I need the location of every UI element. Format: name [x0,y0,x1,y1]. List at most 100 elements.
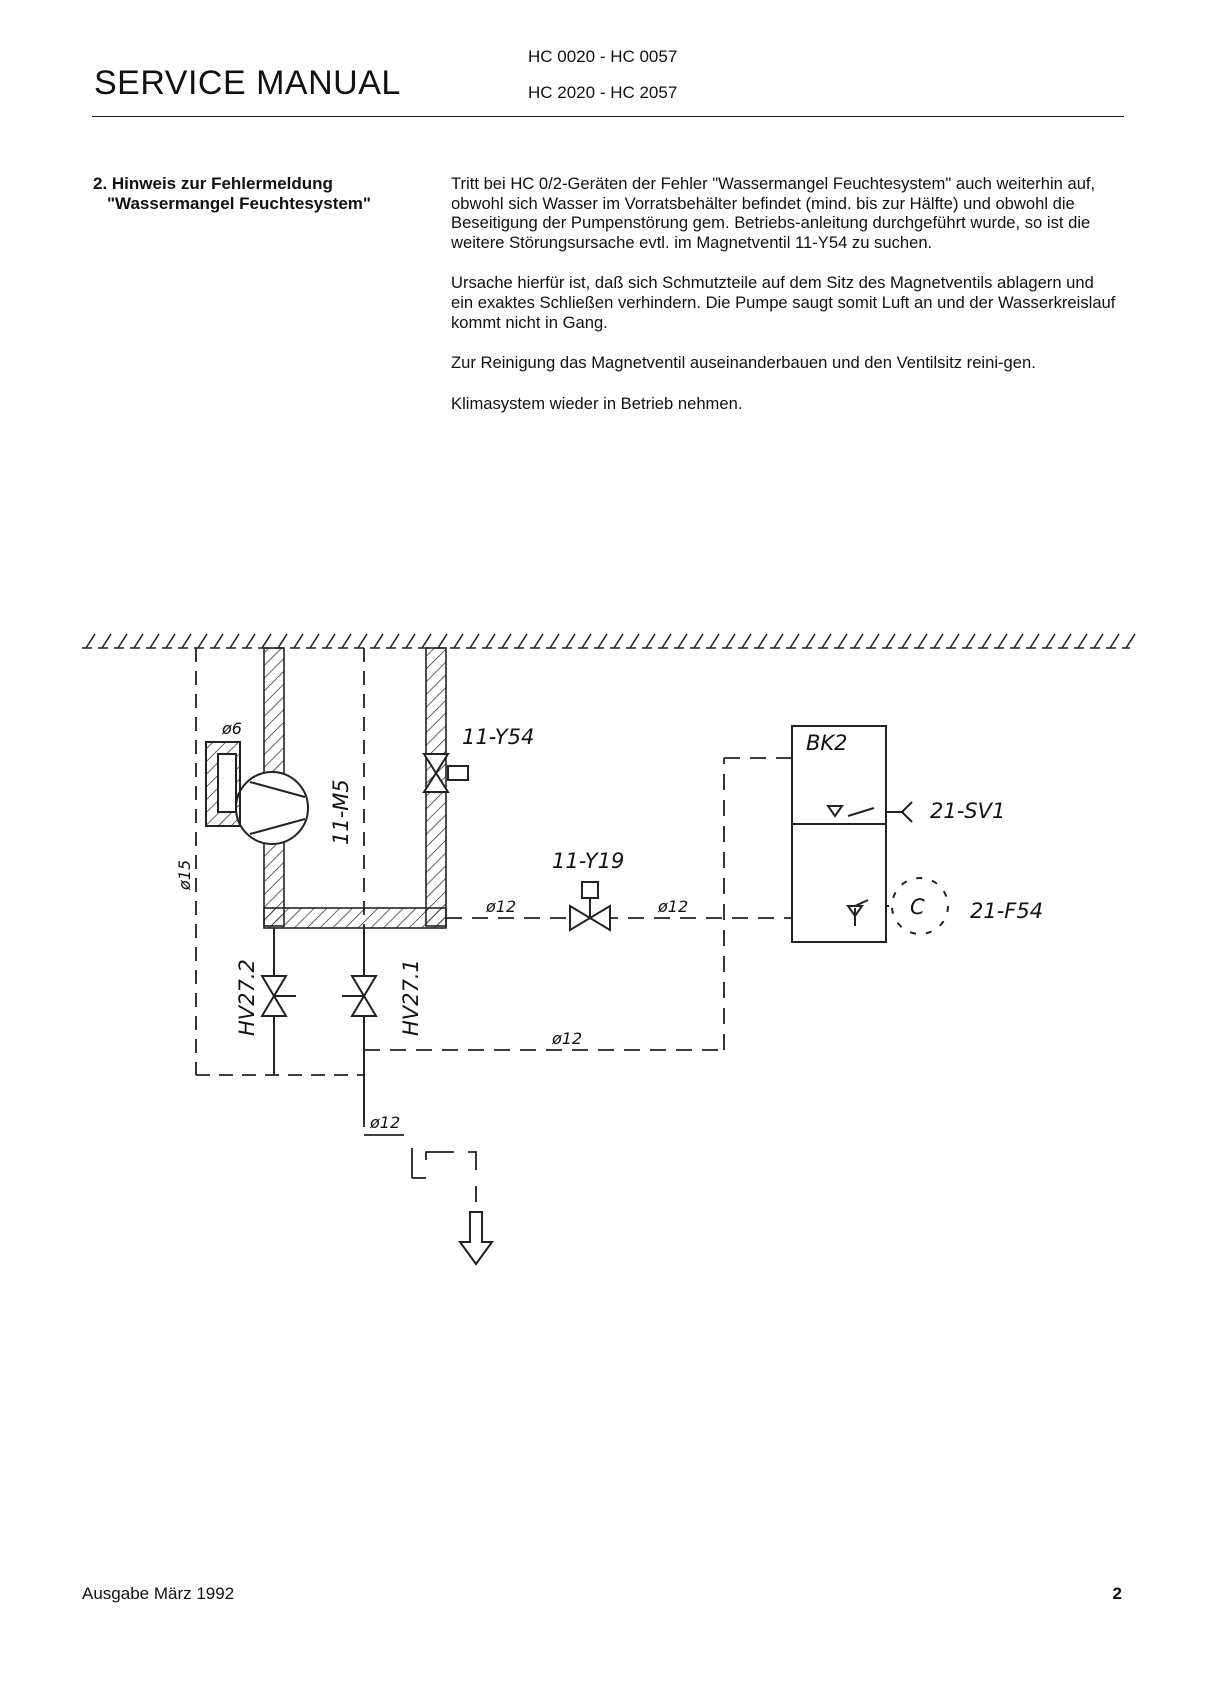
solenoid-valve-y19-icon [569,881,611,932]
hand-valve-hv27-1-icon [342,930,378,1120]
pipe-12-label-c: ø12 [551,1029,582,1048]
paragraph-4: Klimasystem wieder in Betrieb nehmen. [451,393,743,413]
wall-hatch-tick [389,633,400,649]
wall-hatch-tick [117,633,128,649]
wall-hatch-tick [101,633,112,649]
drain-line [363,1075,477,1202]
wall-hatch-tick [549,633,560,649]
wall-hatch-tick [469,633,480,649]
pump-label: 11-M5 [329,779,353,845]
wall-hatch-tick [581,633,592,649]
wall-hatch-tick [85,633,96,649]
wall-hatch-tick [773,633,784,649]
page-number: 2 [1112,1584,1122,1603]
wall-hatch-tick [309,633,320,649]
float-switch-label: 21-F54 [970,899,1043,923]
wall-hatch-tick [373,633,384,649]
sensor-label: 21-SV1 [930,799,1005,823]
wall-hatch-tick [1109,633,1120,649]
wall-hatch-tick [853,633,864,649]
wall-hatch-tick [1045,633,1056,649]
header-divider [92,116,1124,117]
hand-valve-hv27-2-icon [260,928,296,1075]
wall-hatch-tick [629,633,640,649]
tank-label: BK2 [806,731,848,755]
paragraph-1: Tritt bei HC 0/2-Geräten der Fehler "Was… [451,174,1096,252]
wall-hatch-tick [1125,633,1136,649]
section-heading: 2. Hinweis zur Fehlermeldung "Wassermang… [93,174,433,214]
wall-hatch-tick [981,633,992,649]
wall-hatch-tick [245,633,256,649]
wall-hatch-tick [341,633,352,649]
paragraph-2: Ursache hierfür ist, daß sich Schmutztei… [451,273,1116,332]
wall-hatch-tick [997,633,1008,649]
page-title: SERVICE MANUAL [94,64,401,102]
wall-hatch-tick [805,633,816,649]
wall-hatch-tick [405,633,416,649]
wall-hatch-tick [837,633,848,649]
model-range-2: HC 2020 - HC 2057 [528,83,678,102]
wall-hatch-tick [453,633,464,649]
wall-hatch-tick [1013,633,1024,649]
wall-hatch-tick [277,633,288,649]
wall-hatch-tick [197,633,208,649]
valve-y54-label: 11-Y54 [462,725,534,749]
wall-hatch-tick [901,633,912,649]
dashed-line-middle [364,757,792,1051]
wall-hatch [82,633,1136,649]
wall-hatch-tick [501,633,512,649]
wall-hatch-tick [165,633,176,649]
paragraph-3: Zur Reinigung das Magnetventil auseinand… [451,353,1036,373]
wall-hatch-tick [789,633,800,649]
pipe-6-label: ø6 [221,719,242,738]
wall-hatch-tick [293,633,304,649]
valve-y19-label: 11-Y19 [552,849,624,873]
wall-hatch-tick [949,633,960,649]
wall-hatch-tick [821,633,832,649]
solenoid-valve-y54-icon [422,753,469,793]
hv27-2-label: HV27.2 [235,959,259,1036]
edition-label: Ausgabe März 1992 [82,1584,235,1603]
wall-hatch-tick [533,633,544,649]
dashed-line-left [195,648,365,1076]
wall-hatch-tick [1093,633,1104,649]
wall-hatch-tick [677,633,688,649]
wall-hatch-tick [661,633,672,649]
wall-hatch-tick [645,633,656,649]
wall-hatch-tick [885,633,896,649]
c-symbol: C [910,895,925,919]
wall-hatch-tick [965,633,976,649]
wall-hatch-tick [213,633,224,649]
wall-hatch-tick [597,633,608,649]
tank-bk2 [791,725,913,943]
wall-hatch-tick [709,633,720,649]
section-body: Tritt bei HC 0/2-Geräten der Fehler "Was… [451,174,1116,434]
wall-hatch-tick [693,633,704,649]
wall-hatch-tick [517,633,528,649]
pump-icon [205,741,309,845]
pipe-15-label: ø15 [175,860,194,891]
wall-hatch-tick [421,633,432,649]
wall-hatch-tick [133,633,144,649]
wall-hatch-tick [261,633,272,649]
wall-hatch-tick [1077,633,1088,649]
wall-hatch-tick [181,633,192,649]
float-switch-icon [886,877,949,935]
model-range-1: HC 0020 - HC 0057 [528,47,678,66]
outlet-arrow-icon [458,1211,494,1266]
wall-hatch-tick [1029,633,1040,649]
wall-hatch-tick [325,633,336,649]
wall-hatch-tick [437,633,448,649]
section-heading-line-1: 2. Hinweis zur Fehlermeldung [93,174,333,193]
section-heading-line-2: "Wassermangel Feuchtesystem" [107,194,371,213]
wall-hatch-tick [917,633,928,649]
wall-hatch-tick [725,633,736,649]
wall-hatch-tick [485,633,496,649]
wall-hatch-tick [757,633,768,649]
wall-hatch-tick [565,633,576,649]
wall-hatch-tick [741,633,752,649]
pipe-12-label-b: ø12 [657,897,688,916]
pipe-12-label-d: ø12 [369,1113,400,1132]
wall-hatch-tick [613,633,624,649]
